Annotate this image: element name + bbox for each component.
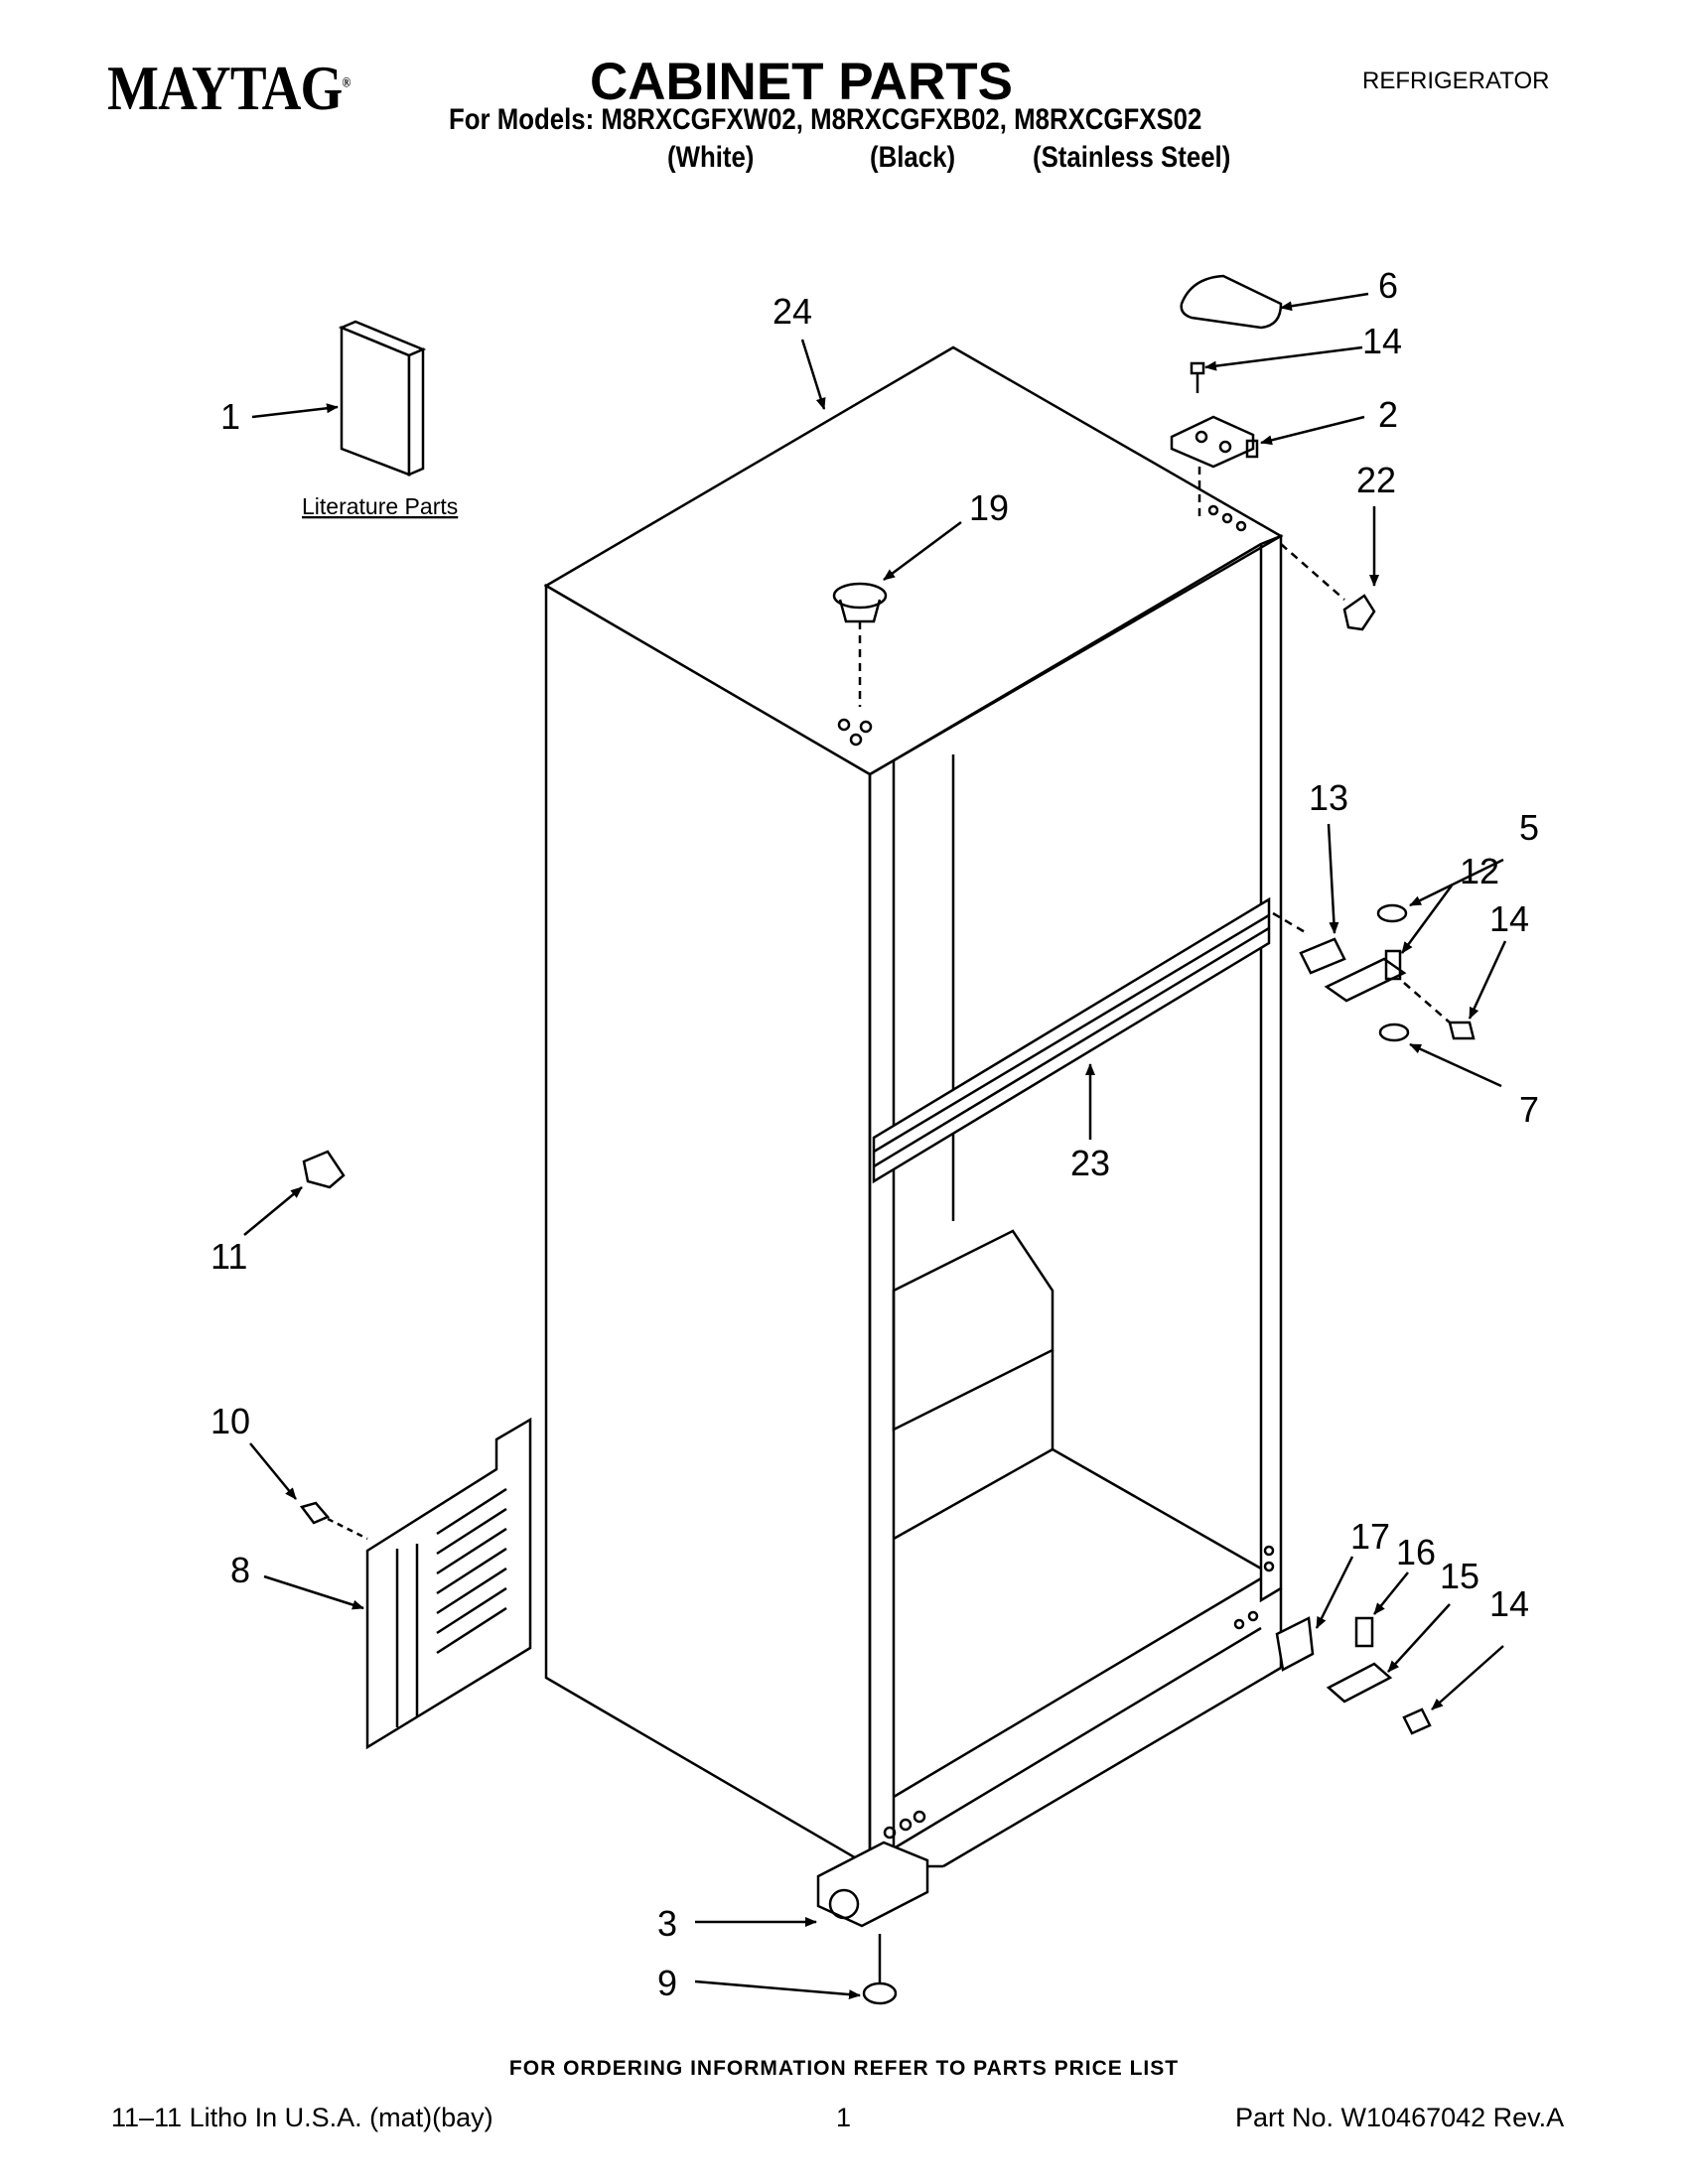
callout-11: 11 <box>211 1236 247 1277</box>
top-plug <box>832 582 888 623</box>
hinge-cover-cap <box>1180 274 1283 330</box>
wire-clip <box>302 1150 346 1189</box>
callout-6: 6 <box>1378 265 1398 306</box>
callout-14-middle: 14 <box>1489 898 1529 939</box>
callout-3: 3 <box>657 1903 677 1944</box>
litho-info: 11–11 Litho In U.S.A. (mat)(bay) <box>111 2103 493 2132</box>
callout-22: 22 <box>1356 460 1396 500</box>
variant-white: (White) <box>667 141 755 174</box>
page-title: CABINET PARTS <box>590 53 1013 111</box>
part-number: Part No. W10467042 Rev.A <box>1235 2103 1565 2132</box>
callout-7: 7 <box>1519 1089 1539 1130</box>
hinge-screw-top <box>1190 361 1205 393</box>
callout-10: 10 <box>211 1401 250 1441</box>
brand-logo: MAYTAG® <box>107 52 351 125</box>
callout-1: 1 <box>220 396 240 437</box>
page-number: 1 <box>836 2103 852 2132</box>
callout-numbers: 1 24 6 14 2 22 19 13 5 12 14 7 23 11 10 … <box>211 265 1539 2003</box>
variant-stainless: (Stainless Steel) <box>1033 141 1231 174</box>
callout-16: 16 <box>1396 1532 1436 1572</box>
refrigerator-cabinet <box>543 345 1284 1869</box>
callout-leaders <box>243 292 1507 2000</box>
callout-23: 23 <box>1070 1143 1110 1183</box>
grille-screw <box>299 1501 331 1525</box>
center-mullion-rail <box>872 896 1271 1184</box>
brand-name: MAYTAG <box>107 53 343 123</box>
literature-booklet <box>338 320 427 477</box>
leveling-leg <box>862 1934 898 2005</box>
callout-17: 17 <box>1350 1516 1390 1557</box>
callout-2: 2 <box>1378 394 1398 435</box>
models-line: For Models: M8RXCGFXW02, M8RXCGFXB02, M8… <box>449 103 1202 136</box>
literature-parts-label: Literature Parts <box>302 493 458 519</box>
center-hinge-assembly <box>1299 903 1476 1042</box>
callout-8: 8 <box>230 1550 250 1590</box>
callout-14-bottom: 14 <box>1489 1583 1529 1624</box>
callout-19: 19 <box>969 487 1009 528</box>
bottom-hinge-assembly <box>1275 1616 1432 1735</box>
base-grille <box>365 1417 532 1750</box>
door-stop <box>1342 594 1376 631</box>
callout-5: 5 <box>1519 807 1539 848</box>
ordering-note: FOR ORDERING INFORMATION REFER TO PARTS … <box>508 2057 1180 2080</box>
front-roller <box>816 1841 929 1928</box>
appliance-type: REFRIGERATOR <box>1362 68 1550 94</box>
variant-black: (Black) <box>870 141 956 174</box>
callout-14-top: 14 <box>1362 321 1402 361</box>
callout-13: 13 <box>1309 777 1348 818</box>
callout-15: 15 <box>1440 1556 1479 1596</box>
top-hinge <box>1170 415 1259 469</box>
callout-9: 9 <box>657 1963 677 2003</box>
callout-24: 24 <box>773 291 812 332</box>
callout-12: 12 <box>1460 851 1499 891</box>
brand-mark: ® <box>342 75 351 91</box>
